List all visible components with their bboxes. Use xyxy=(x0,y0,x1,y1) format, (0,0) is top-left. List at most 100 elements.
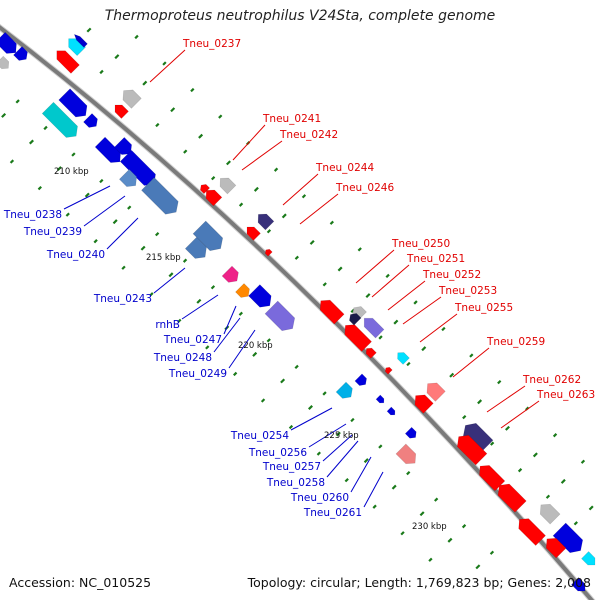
accession-text: Accession: NC_010525 xyxy=(9,575,152,590)
tick-dot xyxy=(441,326,446,332)
gene-label: Tneu_0247 xyxy=(163,334,222,346)
tick-label: 210 kbp xyxy=(54,167,89,177)
gene-label: Tneu_0259 xyxy=(486,336,545,348)
tick-dot xyxy=(288,424,294,430)
leader-line xyxy=(322,434,353,462)
gene-arrow xyxy=(235,283,250,298)
tick-dot xyxy=(301,194,307,199)
tick-dot xyxy=(121,265,126,270)
gene-arrow xyxy=(248,284,272,308)
tick-dot xyxy=(497,379,502,385)
gene-label: Tneu_0253 xyxy=(438,285,497,297)
tick-dot xyxy=(29,139,34,145)
tick-dot xyxy=(335,431,341,437)
gene-label: Tneu_0244 xyxy=(315,162,374,174)
tick-dot xyxy=(56,166,62,172)
tick-dot xyxy=(363,458,369,464)
tick-dot xyxy=(155,122,160,128)
tick-dot xyxy=(400,531,405,536)
tick-dot xyxy=(162,61,167,66)
tick-dot xyxy=(84,192,90,198)
tick-dots xyxy=(1,27,594,570)
tick-dot xyxy=(413,300,418,305)
leader-line xyxy=(350,456,372,493)
gene-label: Tneu_0241 xyxy=(262,113,321,125)
gene-arrow xyxy=(13,46,28,61)
tick-dot xyxy=(65,212,70,217)
tick-label: 215 kbp xyxy=(146,253,181,263)
label-leaders xyxy=(63,49,540,508)
tick-dot xyxy=(365,293,371,299)
leader-line xyxy=(223,305,237,335)
tick-dot xyxy=(112,219,118,225)
tick-dot xyxy=(406,361,411,367)
gene-arrow xyxy=(205,189,223,207)
tick-dot xyxy=(170,107,176,113)
leader-line xyxy=(232,124,266,161)
tick-dot xyxy=(114,54,120,60)
tick-dot xyxy=(378,444,383,449)
tick-dot xyxy=(149,292,154,297)
leader-line xyxy=(419,313,458,343)
tick-dot xyxy=(238,311,243,316)
tick-dot xyxy=(127,205,132,210)
gene-arrow xyxy=(363,317,385,339)
tick-dot xyxy=(1,112,7,118)
leader-line xyxy=(387,280,426,311)
gene-arrow xyxy=(581,551,596,566)
tick-dot xyxy=(99,69,104,75)
tick-dot xyxy=(190,87,195,93)
gene-arrow xyxy=(264,300,296,332)
leader-line xyxy=(308,423,347,448)
tick-dot xyxy=(573,521,578,526)
tick-dot xyxy=(532,452,538,458)
tick-dot xyxy=(344,478,349,483)
gene-label: Tneu_0237 xyxy=(182,38,241,50)
gene-arrow xyxy=(0,31,17,54)
tick-dot xyxy=(477,399,483,405)
gene-label: Tneu_0255 xyxy=(454,302,513,314)
tick-dot xyxy=(252,351,258,357)
tick-dot xyxy=(428,557,433,562)
leader-line xyxy=(500,400,540,429)
leader-line xyxy=(452,347,490,378)
gene-label: rnhB xyxy=(155,319,180,331)
gene-labels: Tneu_0237Tneu_0241Tneu_0242Tneu_0244Tneu… xyxy=(3,38,595,519)
gene-arrow xyxy=(83,113,98,128)
gene-arrow xyxy=(456,434,488,466)
tick-dot xyxy=(182,258,188,263)
gene-arrow xyxy=(319,299,345,325)
leader-line xyxy=(241,140,283,171)
leader-line xyxy=(63,185,111,210)
tick-dot xyxy=(391,484,397,490)
leader-line xyxy=(83,195,126,227)
gene-arrow xyxy=(344,324,372,352)
gene-arrow xyxy=(384,366,393,375)
tick-dot xyxy=(211,176,216,181)
tick-dot xyxy=(281,213,287,219)
tick-dot xyxy=(142,80,148,86)
gene-arrow xyxy=(386,406,396,416)
leader-line xyxy=(213,317,241,353)
tick-dot xyxy=(462,414,467,420)
gene-arrow xyxy=(257,213,275,231)
gene-label: Tneu_0262 xyxy=(522,374,581,386)
gene-arrow xyxy=(113,136,132,155)
tick-dot xyxy=(134,34,139,40)
gene-arrow xyxy=(118,168,137,187)
tick-dot xyxy=(99,178,104,184)
tick-dot xyxy=(337,266,343,272)
gene-arrow xyxy=(122,89,142,109)
tick-dot xyxy=(489,550,495,555)
tick-dot xyxy=(517,468,523,473)
tick-dot xyxy=(43,125,48,131)
leader-line xyxy=(363,471,384,508)
tick-dot xyxy=(15,99,20,104)
tick-dot xyxy=(198,133,204,139)
gene-label: Tneu_0243 xyxy=(93,293,152,305)
tick-dot xyxy=(372,504,377,509)
gene-arrow xyxy=(264,248,273,257)
gene-label: Tneu_0261 xyxy=(303,507,362,519)
tick-dot xyxy=(233,371,238,377)
tick-dot xyxy=(168,272,174,278)
